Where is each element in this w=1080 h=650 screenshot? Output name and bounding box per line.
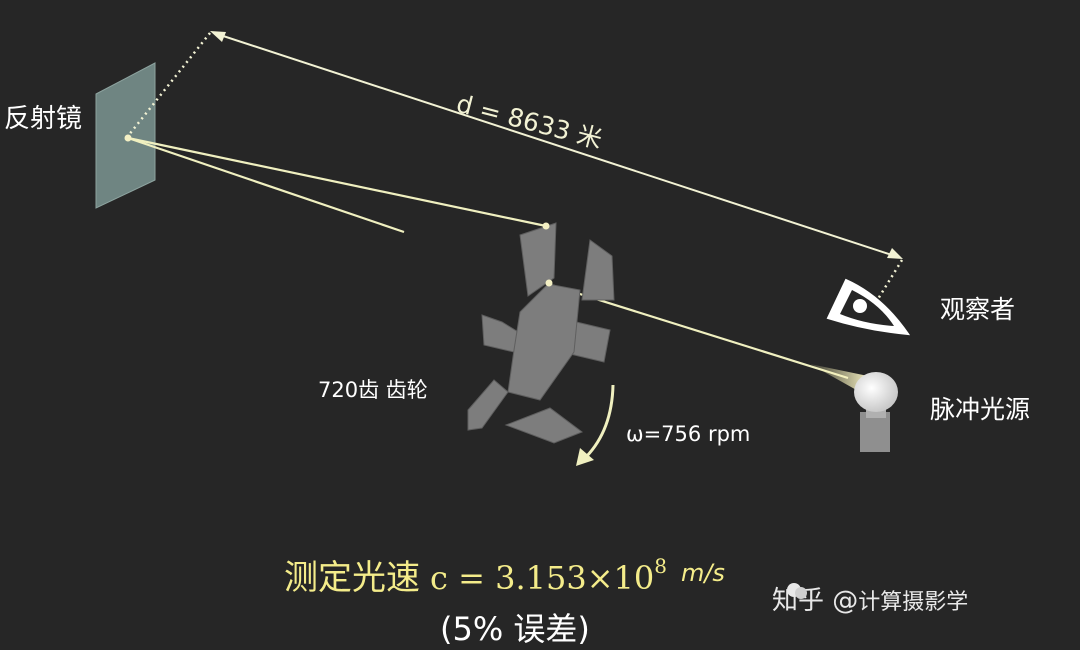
- observer-eye-icon: [826, 278, 911, 336]
- watermark-at: @: [832, 586, 859, 616]
- result-exponent: 8: [654, 554, 667, 579]
- light-source-label: 脉冲光源: [930, 395, 1031, 424]
- error-margin: (5% 误差): [440, 610, 590, 648]
- watermark-name: 计算摄影学: [858, 590, 969, 615]
- distance-arrow: [210, 31, 903, 259]
- light-cone: [810, 364, 868, 392]
- toothed-wheel: [467, 222, 615, 444]
- observer-label: 观察者: [940, 295, 1016, 324]
- light-bulb-icon: [854, 372, 898, 452]
- beam-hit-upper: [542, 222, 550, 230]
- rotation-arrow: [576, 384, 615, 466]
- mirror-label: 反射镜: [4, 104, 83, 134]
- wechat-icon: [787, 583, 807, 599]
- result-prefix: 测定光速: [284, 558, 420, 598]
- dotted-leader-observer: [868, 259, 904, 313]
- rotation-speed-label: ω=756 rpm: [626, 422, 751, 446]
- result-unit: m/s: [680, 559, 725, 587]
- beam-hit-center: [545, 279, 553, 287]
- result-formula: c = 3.153×108: [430, 554, 667, 597]
- wheel-label: 720齿 齿轮: [318, 378, 428, 402]
- mirror: [95, 62, 156, 209]
- result-formula-base: c = 3.153×10: [430, 559, 655, 597]
- watermark: 知乎 @计算摄影学: [772, 580, 968, 617]
- beam-hit-mirror: [124, 134, 132, 142]
- dotted-leader-mirror: [127, 32, 211, 137]
